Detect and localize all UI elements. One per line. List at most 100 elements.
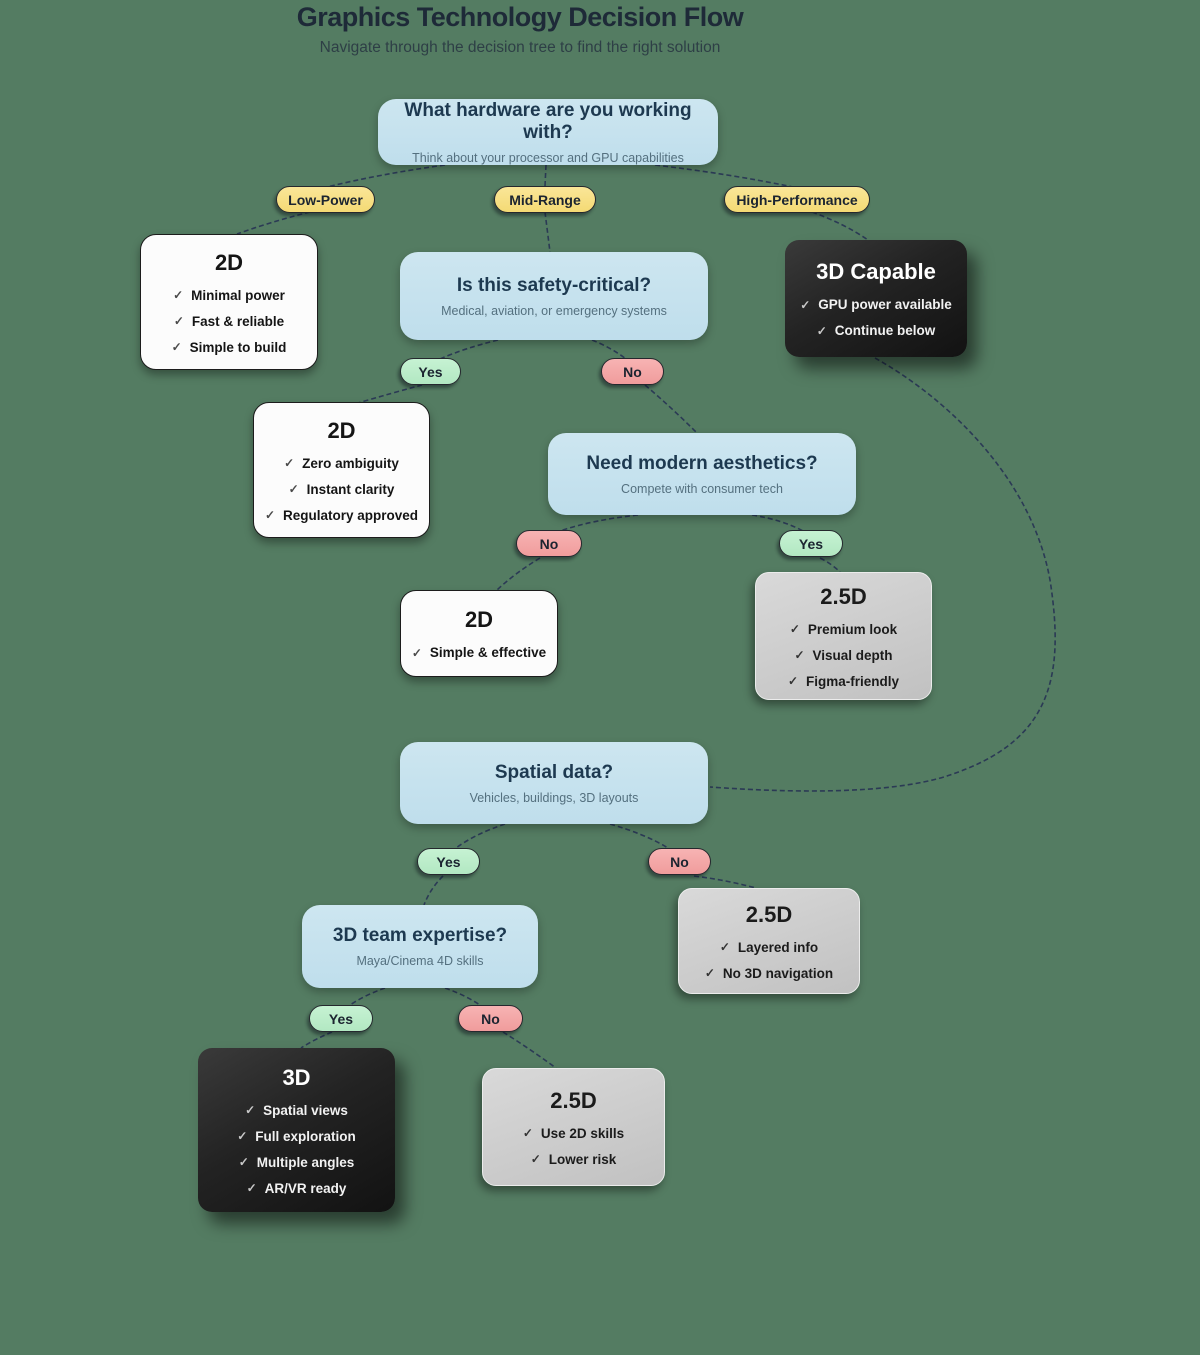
branch-pill-expertise-yes: Yes bbox=[309, 1005, 373, 1032]
result-item-text: Lower risk bbox=[548, 1151, 617, 1167]
check-icon: ✓ bbox=[238, 1155, 249, 1169]
page-title: Graphics Technology Decision Flow bbox=[296, 2, 744, 32]
connector-safety-no bbox=[591, 339, 627, 360]
result-card-25d-layered: 2.5D ✓ Layered info ✓ No 3D navigation bbox=[678, 888, 860, 994]
result-item-text: Simple & effective bbox=[429, 645, 547, 660]
check-icon: ✓ bbox=[800, 297, 811, 312]
connector-yes-3d-full bbox=[300, 1031, 333, 1049]
result-item: ✓ Figma-friendly bbox=[788, 674, 899, 689]
result-item: ✓ Regulatory approved bbox=[265, 508, 418, 523]
question-subtitle: Think about your processor and GPU capab… bbox=[412, 150, 684, 165]
result-item-text: Use 2D skills bbox=[540, 1125, 625, 1141]
branch-pill-mid-range: Mid-Range bbox=[494, 186, 596, 213]
check-icon: ✓ bbox=[246, 1181, 257, 1195]
result-card-25d-skills: 2.5D ✓ Use 2D skills ✓ Lower risk bbox=[482, 1068, 665, 1186]
check-icon: ✓ bbox=[794, 648, 805, 662]
result-item: ✓ Minimal power bbox=[172, 288, 287, 303]
connector-no-25d-skills bbox=[502, 1031, 557, 1069]
result-card-25d-premium: 2.5D ✓ Premium look ✓ Visual depth ✓ Fig… bbox=[755, 572, 932, 700]
result-item-text: Simple to build bbox=[189, 339, 287, 355]
connector-root-high-performance bbox=[654, 164, 794, 188]
result-item-text: Visual depth bbox=[812, 647, 893, 663]
check-icon: ✓ bbox=[787, 674, 799, 688]
check-icon: ✓ bbox=[171, 340, 182, 354]
branch-pill-aesthetics-yes: Yes bbox=[779, 530, 843, 557]
check-icon: ✓ bbox=[789, 622, 800, 636]
connector-3d-capable-spatial bbox=[709, 357, 1056, 792]
branch-pill-spatial-no: No bbox=[648, 848, 711, 875]
result-item: ✓ Full exploration bbox=[237, 1129, 356, 1144]
result-item-text: GPU power available bbox=[818, 297, 952, 312]
result-item: ✓ Visual depth bbox=[788, 648, 899, 663]
question-title: Is this safety-critical? bbox=[456, 274, 652, 296]
check-icon: ✓ bbox=[816, 323, 827, 338]
connector-safety-yes bbox=[439, 339, 499, 360]
check-icon: ✓ bbox=[522, 1126, 533, 1140]
result-item-text: Instant clarity bbox=[306, 481, 395, 497]
result-item-text: Figma-friendly bbox=[806, 673, 900, 689]
connector-root-low-power bbox=[326, 164, 446, 188]
check-icon: ✓ bbox=[245, 1103, 256, 1117]
connector-low-power-2d bbox=[236, 211, 311, 235]
result-item: ✓ No 3D navigation bbox=[705, 966, 833, 981]
question-subtitle: Compete with consumer tech bbox=[621, 481, 783, 496]
question-title: 3D team expertise? bbox=[332, 925, 508, 946]
question-subtitle: Vehicles, buildings, 3D layouts bbox=[469, 790, 639, 805]
result-title: 3D Capable bbox=[816, 259, 936, 284]
result-title: 2D bbox=[214, 249, 244, 275]
result-item: ✓ AR/VR ready bbox=[237, 1181, 356, 1196]
connector-spatial-no bbox=[609, 823, 669, 849]
connector-no-25d-layered bbox=[693, 875, 757, 889]
result-item-text: Spatial views bbox=[263, 1102, 348, 1118]
connector-aesthetics-no bbox=[559, 514, 639, 532]
result-item: ✓ Use 2D skills bbox=[523, 1126, 624, 1141]
check-icon: ✓ bbox=[173, 314, 184, 328]
result-item: ✓ Multiple angles bbox=[237, 1155, 356, 1170]
check-icon: ✓ bbox=[288, 482, 299, 496]
result-item: ✓ Simple & effective bbox=[412, 645, 546, 660]
result-item: ✓ Lower risk bbox=[523, 1152, 624, 1167]
connector-yes-expertise bbox=[423, 875, 444, 906]
result-card-2d-simple: 2D ✓ Simple & effective bbox=[400, 590, 558, 677]
result-item: ✓ Instant clarity bbox=[265, 482, 418, 497]
question-node-spatial: Spatial data? Vehicles, buildings, 3D la… bbox=[400, 742, 708, 824]
result-title: 2.5D bbox=[550, 1087, 597, 1113]
result-title: 2D bbox=[464, 607, 494, 632]
connector-high-performance-3d-capable bbox=[811, 211, 869, 241]
question-title: What hardware are you working with? bbox=[404, 99, 692, 143]
branch-pill-low-power: Low-Power bbox=[276, 186, 375, 213]
branch-pill-safety-yes: Yes bbox=[400, 358, 461, 385]
connector-mid-range-safety bbox=[544, 211, 551, 253]
result-item-text: Zero ambiguity bbox=[302, 455, 399, 471]
question-title: Spatial data? bbox=[494, 761, 614, 783]
result-card-2d-safety: 2D ✓ Zero ambiguity ✓ Instant clarity ✓ … bbox=[253, 402, 430, 538]
connector-no-aesthetics bbox=[644, 384, 698, 434]
result-item-text: Full exploration bbox=[255, 1128, 356, 1144]
result-title: 2D bbox=[327, 417, 356, 443]
result-item: ✓ Continue below bbox=[800, 323, 952, 338]
page-subtitle: Navigate through the decision tree to fi… bbox=[319, 39, 721, 56]
result-item: ✓ GPU power available bbox=[800, 297, 952, 312]
question-title: Need modern aesthetics? bbox=[586, 452, 818, 474]
check-icon: ✓ bbox=[704, 966, 715, 980]
result-item: ✓ Spatial views bbox=[237, 1103, 356, 1118]
result-item-text: Fast & reliable bbox=[191, 313, 285, 329]
result-item-text: No 3D navigation bbox=[722, 965, 834, 981]
connector-yes-2d-safety bbox=[357, 384, 423, 404]
result-card-3d-capable: 3D Capable ✓ GPU power available ✓ Conti… bbox=[785, 240, 967, 357]
connector-no-2d-simple bbox=[496, 557, 541, 591]
check-icon: ✓ bbox=[411, 645, 422, 660]
result-item: ✓ Simple to build bbox=[172, 340, 287, 355]
result-item: ✓ Fast & reliable bbox=[172, 314, 287, 329]
connector-yes-25d-premium bbox=[819, 557, 841, 573]
branch-pill-aesthetics-no: No bbox=[516, 530, 582, 557]
result-item-text: Premium look bbox=[807, 621, 898, 637]
question-node-hardware: What hardware are you working with? Thin… bbox=[378, 99, 718, 165]
question-subtitle: Medical, aviation, or emergency systems bbox=[441, 303, 667, 318]
result-item-text: Layered info bbox=[737, 939, 819, 955]
connector-spatial-yes bbox=[455, 823, 506, 849]
connector-expertise-no bbox=[444, 987, 481, 1006]
result-title: 3D bbox=[282, 1064, 311, 1090]
